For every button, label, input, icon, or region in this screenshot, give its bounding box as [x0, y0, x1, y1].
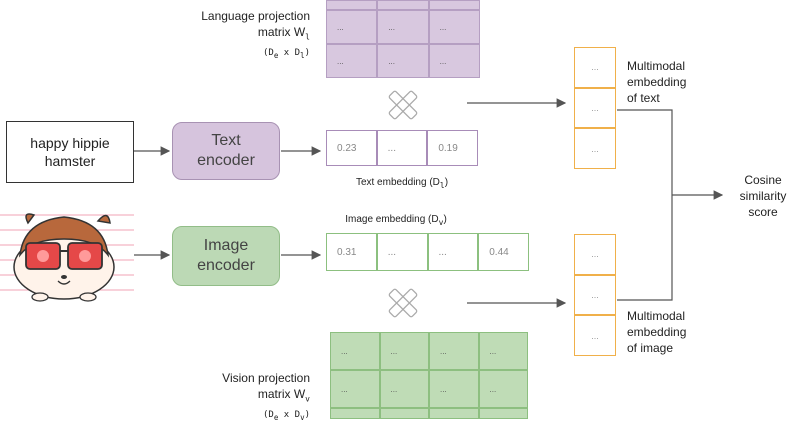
- cosine-similarity-label: Cosine similarity score: [730, 172, 796, 220]
- matrix-cell: ...: [478, 370, 528, 408]
- mm-image-cell: ...: [574, 234, 616, 275]
- text-encoder: Text encoder: [172, 122, 280, 180]
- mm-image-cell: ...: [574, 315, 616, 356]
- text-embedding-cell: 0.19: [427, 130, 478, 166]
- image-encoder: Image encoder: [172, 226, 280, 286]
- vision-matrix-label: Vision projection matrix Wv (De x Dv): [150, 370, 310, 426]
- multiply-icon-text: [388, 90, 418, 120]
- matrix-cell: ...: [478, 332, 528, 370]
- matrix-cell: ...: [428, 44, 480, 78]
- text-embedding-label: Text embedding (Dl): [355, 177, 449, 190]
- matrix-cell: [429, 408, 479, 419]
- mm-image-cell: ...: [574, 274, 616, 316]
- language-matrix-dims: (De x Dl): [263, 48, 310, 61]
- language-matrix-line1: Language projection: [201, 9, 310, 23]
- image-embedding: 0.31 ... ... 0.44: [326, 233, 529, 271]
- image-embedding-cell: 0.44: [478, 233, 529, 271]
- hamster-image: [0, 213, 134, 302]
- matrix-cell: ...: [326, 44, 378, 78]
- mm-image-line1: Multimodal: [627, 309, 686, 323]
- language-matrix-line2: matrix Wl: [257, 25, 310, 42]
- mm-image-line3: of image: [627, 341, 674, 355]
- multimodal-image-embedding: ... ... ...: [574, 234, 616, 356]
- matrix-cell: ...: [330, 370, 380, 408]
- mm-text-line3: of text: [627, 91, 660, 105]
- text-embedding-cell: ...: [376, 130, 428, 166]
- matrix-cell: ...: [429, 370, 479, 408]
- matrix-cell: ...: [330, 332, 380, 370]
- vision-matrix-line1: Vision projection: [222, 371, 310, 385]
- image-embedding-cell: ...: [427, 233, 479, 271]
- image-encoder-line2: encoder: [197, 257, 255, 274]
- language-matrix-grid: ... ... ... ... ... ...: [326, 0, 480, 78]
- matrix-cell: [330, 408, 380, 419]
- mm-text-line1: Multimodal: [627, 59, 686, 73]
- matrix-cell: ...: [428, 10, 480, 44]
- matrix-cell: [326, 0, 378, 10]
- matrix-cell: [379, 408, 429, 419]
- cosine-line2: similarity: [739, 189, 787, 203]
- cosine-line3: score: [748, 205, 778, 219]
- matrix-cell: ...: [377, 10, 429, 44]
- matrix-cell: [428, 0, 480, 10]
- input-text-line2: hamster: [44, 153, 96, 169]
- text-encoder-line1: Text: [211, 132, 241, 149]
- input-text-box: happy hippie hamster: [6, 121, 134, 183]
- merge-lines: [617, 109, 722, 301]
- input-text-line1: happy hippie: [30, 135, 110, 151]
- mm-text-cell: ...: [574, 128, 616, 169]
- mm-text-cell: ...: [574, 87, 616, 129]
- matrix-cell: ...: [379, 332, 429, 370]
- multimodal-text-label: Multimodal embedding of text: [627, 58, 717, 106]
- vision-matrix-grid: ... ... ... ... ... ... ... ...: [330, 332, 528, 419]
- cosine-line1: Cosine: [744, 173, 782, 187]
- mm-text-line2: embedding: [627, 75, 687, 89]
- mm-text-cell: ...: [574, 47, 616, 88]
- image-encoder-line1: Image: [203, 237, 249, 254]
- matrix-cell: [377, 0, 429, 10]
- vision-matrix-dims: (De x Dv): [263, 410, 310, 423]
- matrix-cell: [478, 408, 528, 419]
- text-encoder-line2: encoder: [197, 152, 255, 169]
- matrix-cell: ...: [379, 370, 429, 408]
- mm-image-line2: embedding: [627, 325, 687, 339]
- multimodal-text-embedding: ... ... ...: [574, 47, 616, 169]
- matrix-cell: ...: [377, 44, 429, 78]
- text-embedding-cell: 0.23: [326, 130, 377, 166]
- multiply-icon-image: [388, 288, 418, 318]
- multimodal-image-label: Multimodal embedding of image: [627, 308, 717, 356]
- vision-matrix-line2: matrix Wv: [257, 387, 310, 404]
- image-embedding-cell: ...: [376, 233, 428, 271]
- matrix-cell: ...: [326, 10, 378, 44]
- text-embedding: 0.23 ... 0.19: [326, 130, 478, 166]
- image-embedding-label: Image embedding (Dv): [345, 214, 447, 227]
- language-matrix-label: Language projection matrix Wl (De x Dl): [150, 8, 310, 64]
- matrix-cell: ...: [429, 332, 479, 370]
- image-embedding-cell: 0.31: [326, 233, 377, 271]
